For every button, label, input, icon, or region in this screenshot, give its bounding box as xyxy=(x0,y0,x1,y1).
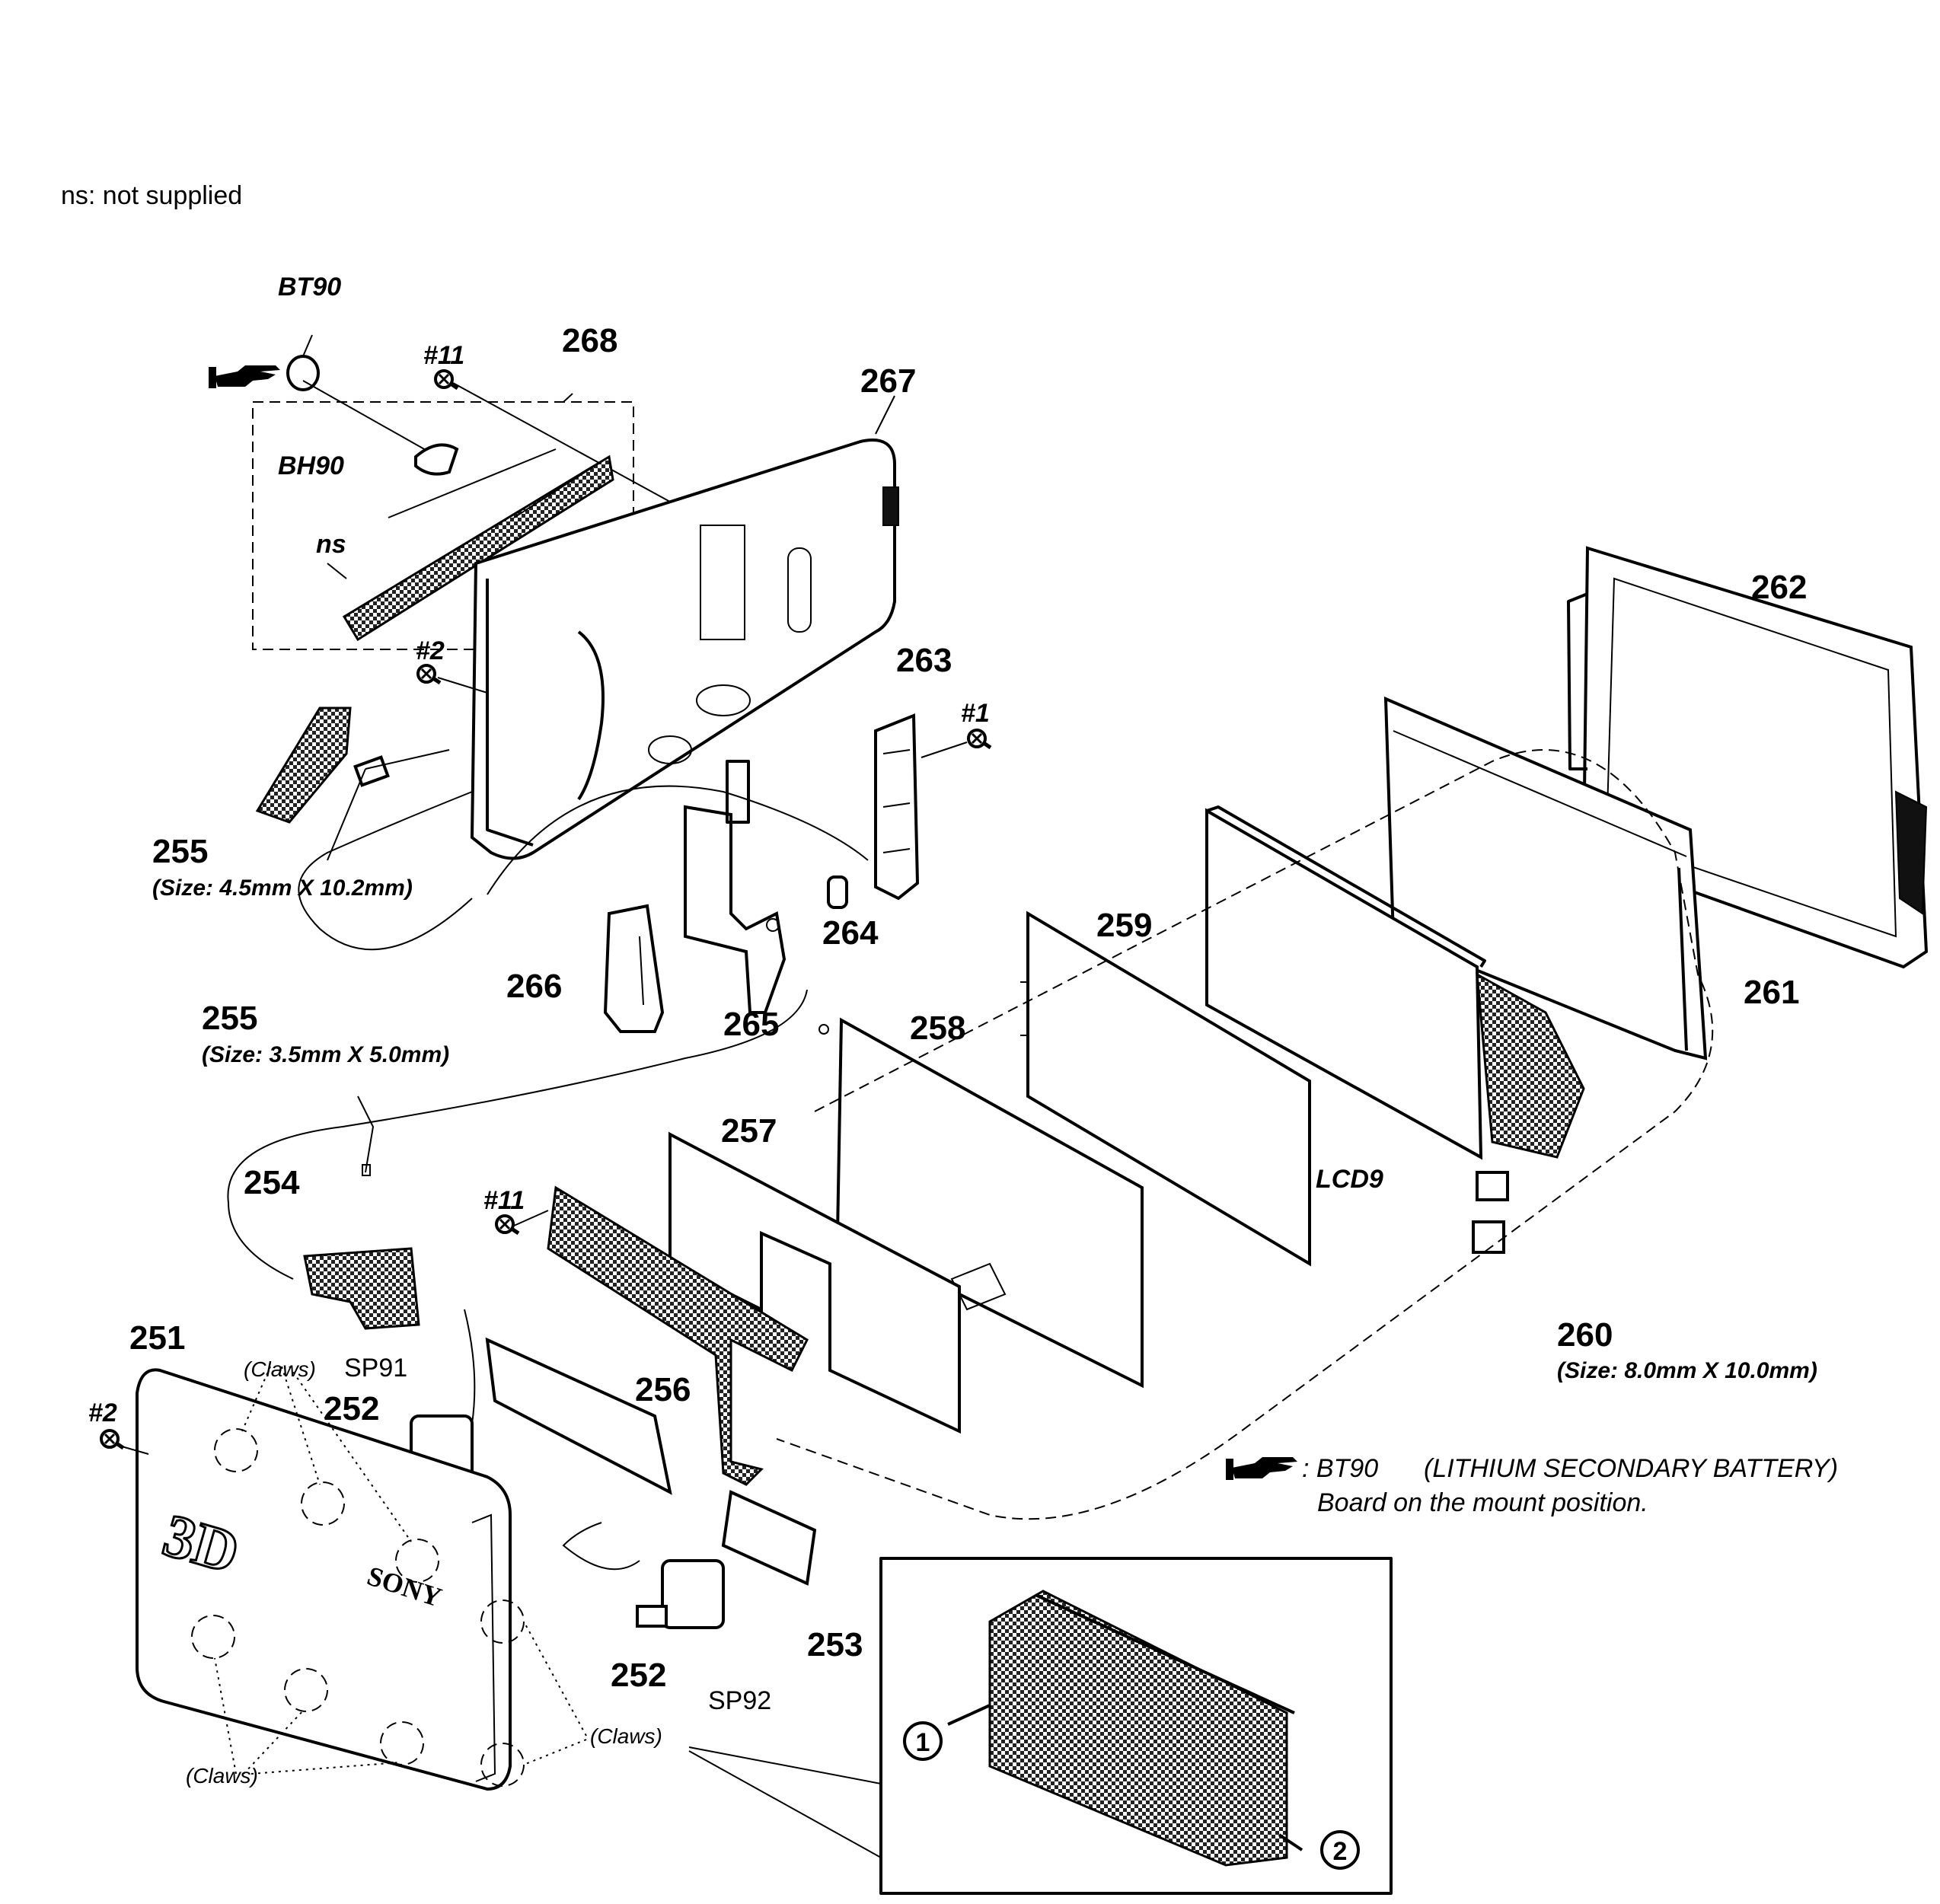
bt90-battery xyxy=(286,355,320,391)
ns-note: ns: not supplied xyxy=(61,181,242,210)
label-266: 266 xyxy=(506,968,562,1005)
label-claws-1: (Claws) xyxy=(244,1357,316,1381)
legend-desc: (LITHIUM SECONDARY BATTERY) xyxy=(1424,1454,1838,1483)
screw-icon-5 xyxy=(101,1430,123,1448)
circle-2-label: 2 xyxy=(1333,1837,1348,1866)
label-lcd9: LCD9 xyxy=(1316,1165,1383,1194)
label-265: 265 xyxy=(723,1006,779,1043)
part-265-bracket xyxy=(684,805,787,1014)
label-261: 261 xyxy=(1744,974,1799,1011)
label-267: 267 xyxy=(860,362,916,400)
lcd9-flex xyxy=(1476,972,1585,1159)
label-claws-2: (Claws) xyxy=(590,1724,662,1748)
label-screw-2-top: #2 xyxy=(416,636,445,665)
label-255a: 255 xyxy=(152,833,208,870)
label-screw-2-bottom: #2 xyxy=(88,1398,117,1427)
part-267-cover xyxy=(470,439,896,860)
label-260: 260 xyxy=(1557,1316,1613,1354)
part-251-front-cover xyxy=(136,1368,512,1791)
label-258: 258 xyxy=(910,1009,965,1047)
part-260a xyxy=(1476,1171,1509,1201)
circle-1-label: 1 xyxy=(916,1728,930,1757)
label-256: 256 xyxy=(635,1371,691,1408)
label-263: 263 xyxy=(896,642,952,679)
circled-number-icon-1 xyxy=(903,1721,943,1761)
legend-ref: : BT90 xyxy=(1302,1454,1378,1483)
label-264: 264 xyxy=(822,914,879,952)
label-bh90: BH90 xyxy=(278,451,344,480)
pointing-hand-icon xyxy=(209,365,280,388)
label-268: 268 xyxy=(562,322,617,359)
part-253 xyxy=(721,1490,817,1586)
part-254 xyxy=(303,1247,420,1330)
label-252b: 252 xyxy=(611,1657,666,1694)
label-screw-11-mid: #11 xyxy=(483,1186,525,1215)
detail-inset xyxy=(879,1557,1393,1895)
label-257: 257 xyxy=(721,1112,777,1150)
label-260-size: (Size: 8.0mm X 10.0mm) xyxy=(1557,1358,1817,1383)
assembly-outline xyxy=(776,749,1714,1520)
screw-icon-3 xyxy=(968,730,991,748)
label-screw-11-top: #11 xyxy=(423,341,464,370)
part-256-board xyxy=(547,1185,809,1486)
label-259: 259 xyxy=(1096,907,1152,944)
label-251: 251 xyxy=(129,1319,185,1357)
circled-number-icon-2 xyxy=(1320,1830,1360,1870)
part-258-plate xyxy=(835,1017,1144,1389)
pointing-hand-icon-legend xyxy=(1226,1457,1297,1480)
label-screw-1: #1 xyxy=(961,699,990,728)
part-266 xyxy=(603,904,665,1033)
label-sp91: SP91 xyxy=(344,1354,407,1383)
label-262: 262 xyxy=(1751,569,1807,606)
part-264 xyxy=(827,875,848,909)
speaker-holder-top xyxy=(485,1337,672,1495)
part-260b xyxy=(1472,1220,1505,1254)
claws-markers xyxy=(191,1428,525,1787)
legend-line2: Board on the mount position. xyxy=(1317,1488,1648,1517)
label-ns: ns xyxy=(316,530,346,559)
inset-board xyxy=(988,1590,1288,1867)
label-255b-size: (Size: 3.5mm X 5.0mm) xyxy=(202,1042,449,1067)
board-ns xyxy=(342,454,614,642)
label-bt90: BT90 xyxy=(278,273,341,301)
screw-icon xyxy=(436,371,458,388)
part-261-bracket xyxy=(1383,696,1708,1060)
label-sp92: SP92 xyxy=(708,1686,771,1715)
part-255a-flex xyxy=(255,706,352,824)
part-252b xyxy=(636,1605,668,1628)
screw-icon-2 xyxy=(418,665,440,683)
label-252a: 252 xyxy=(324,1390,379,1427)
part-263 xyxy=(874,713,920,901)
label-255a-size: (Size: 4.5mm X 10.2mm) xyxy=(152,875,413,901)
label-254: 254 xyxy=(244,1164,300,1201)
part-sp92 xyxy=(661,1559,725,1629)
label-253: 253 xyxy=(807,1626,863,1663)
label-claws-3: (Claws) xyxy=(186,1764,258,1788)
bh90-holder xyxy=(414,443,459,476)
label-255b: 255 xyxy=(202,1000,257,1037)
part-lcd9 xyxy=(1205,808,1483,1160)
